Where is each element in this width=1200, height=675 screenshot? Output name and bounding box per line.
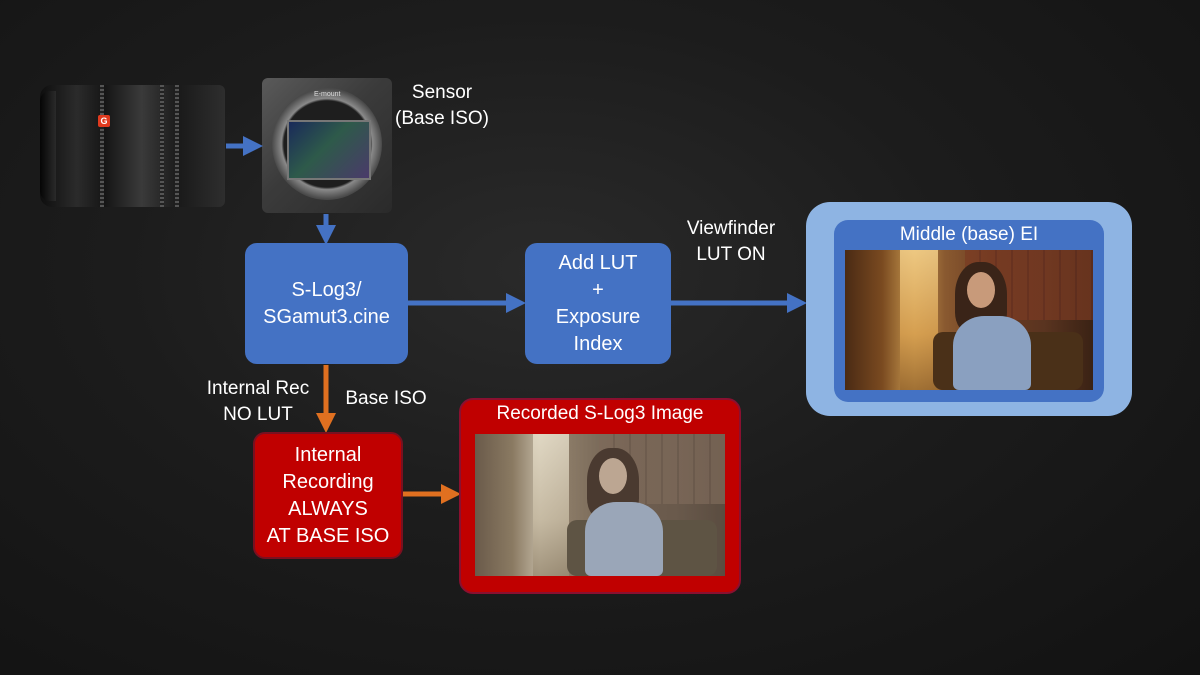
internal-line4: AT BASE ISO (266, 524, 390, 547)
lens-ring (100, 85, 104, 207)
lens-ring (160, 85, 164, 207)
lut-line4: Index (573, 332, 623, 355)
viewfinder-label: Viewfinder LUT ON (672, 216, 790, 268)
sensor-icon (287, 120, 371, 180)
internal-rec-label: Internal Rec NO LUT (196, 376, 320, 428)
graded-image (845, 250, 1093, 390)
viewfinder-label-line1: Viewfinder (686, 218, 776, 239)
recorded-image (475, 434, 725, 576)
recorded-slog3-panel: Recorded S-Log3 Image (459, 398, 741, 594)
sensor-label-line1: Sensor (411, 82, 473, 103)
sensor-label: Sensor (Base ISO) (392, 80, 492, 132)
slog3-box: S-Log3/ SGamut3.cine (245, 243, 408, 364)
internal-line3: ALWAYS (288, 497, 368, 520)
lut-line1: Add LUT (558, 251, 638, 274)
viewfinder-label-line2: LUT ON (696, 244, 766, 265)
lut-line2: + (592, 278, 604, 301)
lut-line3: Exposure (555, 305, 641, 328)
base-iso-label: Base ISO (345, 388, 427, 409)
middle-ei-inner: Middle (base) EI (834, 220, 1104, 402)
middle-ei-title: Middle (base) EI (899, 224, 1039, 245)
mount-label: E-mount (314, 91, 341, 98)
internal-line1: Internal (294, 443, 362, 466)
lens-front-element (40, 91, 56, 201)
internal-recording-box: Internal Recording ALWAYS AT BASE ISO (253, 432, 403, 559)
camera-body-icon: E-mount (262, 78, 392, 213)
slog3-line2: SGamut3.cine (263, 305, 390, 328)
internal-rec-line1: Internal Rec (206, 378, 310, 399)
lens-ring (175, 85, 179, 207)
recorded-title: Recorded S-Log3 Image (496, 403, 704, 424)
internal-line2: Recording (282, 470, 374, 493)
sensor-label-line2: (Base ISO) (395, 108, 489, 129)
lens-icon: G (40, 85, 225, 207)
slog3-line1: S-Log3/ (291, 278, 362, 301)
add-lut-box: Add LUT + Exposure Index (525, 243, 671, 364)
lens-badge: G (98, 115, 110, 127)
internal-rec-line2: NO LUT (223, 404, 293, 425)
middle-ei-panel: Middle (base) EI (806, 202, 1132, 416)
